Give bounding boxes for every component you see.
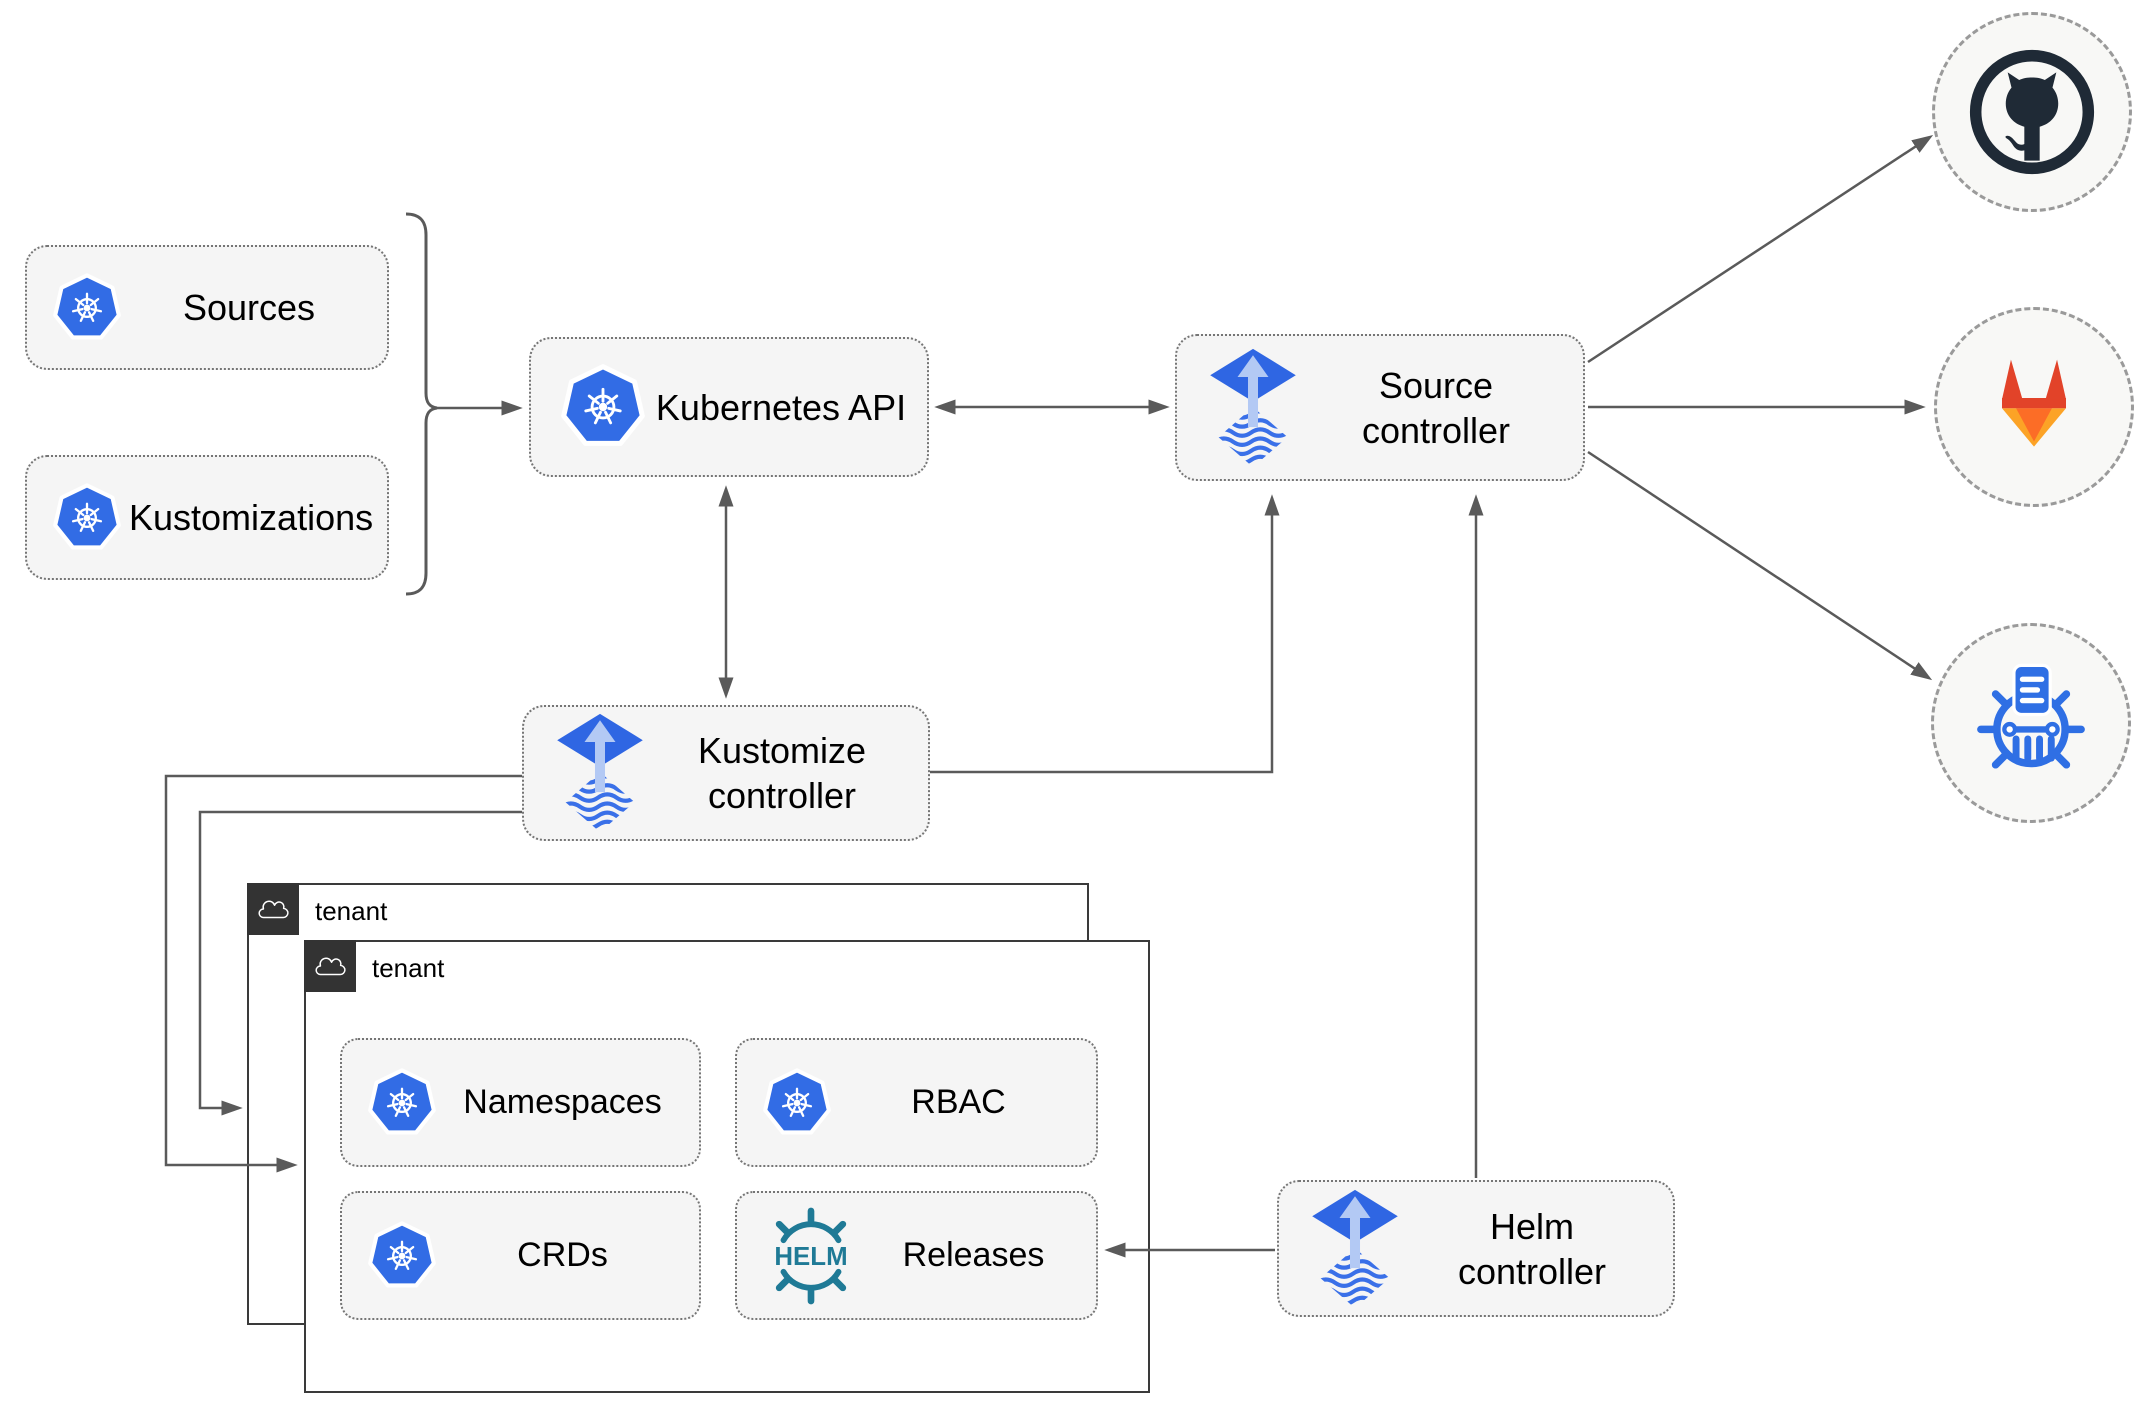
tenant-tab — [304, 940, 356, 992]
kubernetes-icon — [368, 1067, 436, 1139]
bracket-sources-kustomizations — [405, 212, 438, 596]
node-label: Kustomize controller — [697, 730, 867, 816]
helm-logo-text: HELM — [774, 1243, 847, 1271]
node-label: Namespaces — [463, 1083, 662, 1122]
kubernetes-icon — [368, 1220, 436, 1292]
kubernetes-icon — [53, 272, 121, 344]
tenant-label: tenant — [372, 953, 445, 983]
edge-source-controller-to-github — [1587, 134, 1934, 364]
node-kubernetes-api: Kubernetes API — [529, 337, 929, 477]
github-icon — [1969, 49, 2095, 175]
node-label: Releases — [902, 1236, 1045, 1275]
node-label: Kubernetes API — [655, 386, 907, 428]
node-namespaces: Namespaces — [340, 1038, 701, 1167]
flux-icon — [1207, 347, 1299, 469]
gitlab-icon — [2002, 359, 2066, 447]
node-kustomizations: Kustomizations — [25, 455, 389, 580]
kubernetes-icon — [561, 363, 645, 451]
tenant-label: tenant — [315, 896, 388, 926]
edge-source-controller-to-helm-repository — [1587, 450, 1933, 681]
node-rbac: RBAC — [735, 1038, 1098, 1167]
kubernetes-icon — [53, 482, 121, 554]
node-label: CRDs — [517, 1236, 608, 1275]
edge-kustomize-controller-to-source-controller — [930, 494, 1280, 774]
node-label: Source controller — [1361, 364, 1511, 451]
helm-icon: HELM — [774, 1207, 848, 1304]
kubernetes-icon — [763, 1067, 831, 1139]
helm-repository-icon — [1977, 663, 2085, 769]
node-gitlab — [1934, 307, 2134, 507]
node-label: RBAC — [911, 1083, 1006, 1122]
cloud-icon — [256, 897, 290, 922]
node-sources: Sources — [25, 245, 389, 370]
node-helm-controller: Helm controller — [1277, 1180, 1675, 1317]
node-label: Helm controller — [1457, 1205, 1607, 1292]
flux-icon — [1309, 1188, 1401, 1310]
node-label: Kustomizations — [129, 497, 374, 538]
tenant-tab — [247, 883, 299, 935]
flux-icon — [554, 712, 646, 834]
node-label: Sources — [182, 287, 316, 328]
node-kustomize-controller: Kustomize controller — [522, 705, 930, 841]
cloud-icon — [313, 954, 347, 979]
node-releases: HELM Releases — [735, 1191, 1098, 1320]
node-helm-repository — [1931, 623, 2131, 823]
node-crds: CRDs — [340, 1191, 701, 1320]
node-github — [1932, 12, 2132, 212]
node-source-controller: Source controller — [1175, 334, 1585, 481]
